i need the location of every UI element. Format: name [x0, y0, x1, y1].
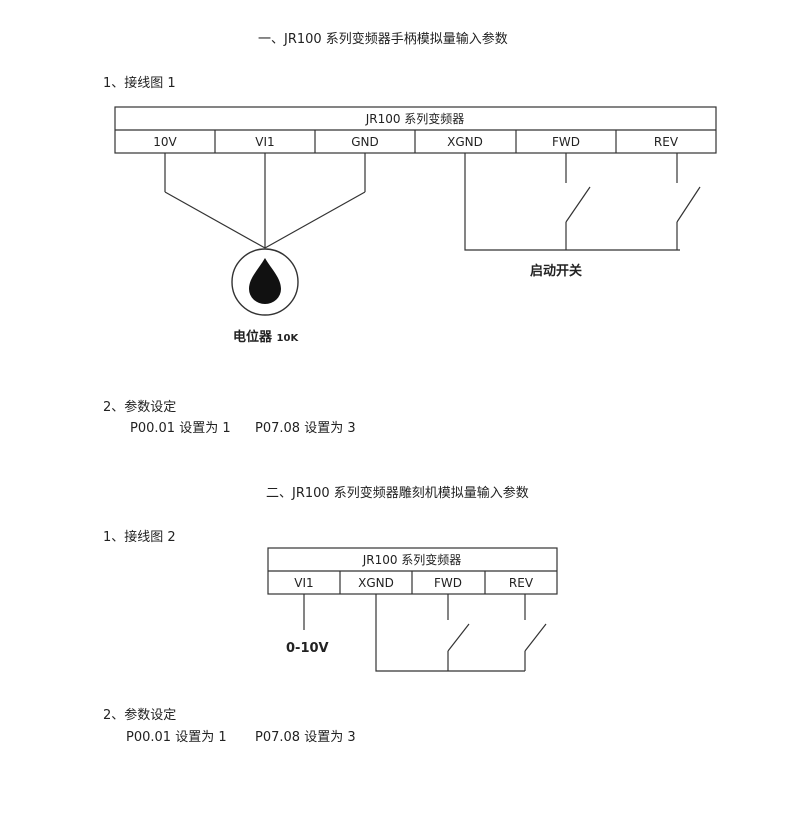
terminal-gnd: GND — [351, 135, 379, 149]
inverter-title-1: JR100 系列变频器 — [365, 111, 465, 126]
terminal2-rev: REV — [509, 576, 534, 590]
potentiometer-label: 电位器 10K — [233, 330, 299, 345]
terminal-vi1: VI1 — [255, 135, 274, 149]
section2-wiring-label: 1、接线图 2 — [103, 530, 176, 545]
terminal2-vi1: VI1 — [294, 576, 313, 590]
rev-switch-contact — [676, 186, 701, 223]
terminal2-fwd: FWD — [434, 576, 462, 590]
terminal-rev: REV — [654, 135, 679, 149]
section2-param-p0708: P07.08 设置为 3 — [255, 730, 356, 745]
terminal-xgnd: XGND — [447, 135, 483, 149]
rev-switch2-contact — [524, 623, 547, 652]
section1-param-p0001: P00.01 设置为 1 — [130, 421, 231, 436]
section2-params-label: 2、参数设定 — [103, 708, 177, 723]
inverter-title-2: JR100 系列变频器 — [362, 552, 462, 567]
analog-input-label: 0-10V — [286, 641, 329, 656]
terminal-fwd: FWD — [552, 135, 580, 149]
potentiometer-icon — [231, 248, 299, 316]
section1-heading: 一、JR100 系列变频器手柄模拟量输入参数 — [258, 32, 508, 47]
section2-param-p0001: P00.01 设置为 1 — [126, 730, 227, 745]
section1-param-p0708: P07.08 设置为 3 — [255, 421, 356, 436]
section1-params-label: 2、参数设定 — [103, 400, 177, 415]
fwd-switch2-contact — [447, 623, 470, 652]
fwd-switch-contact — [565, 186, 591, 223]
start-switch-label: 启动开关 — [530, 264, 583, 279]
terminal2-xgnd: XGND — [358, 576, 394, 590]
terminal-10v: 10V — [153, 135, 177, 149]
section2-heading: 二、JR100 系列变频器雕刻机模拟量输入参数 — [266, 486, 529, 501]
section1-wiring-label: 1、接线图 1 — [103, 76, 176, 91]
